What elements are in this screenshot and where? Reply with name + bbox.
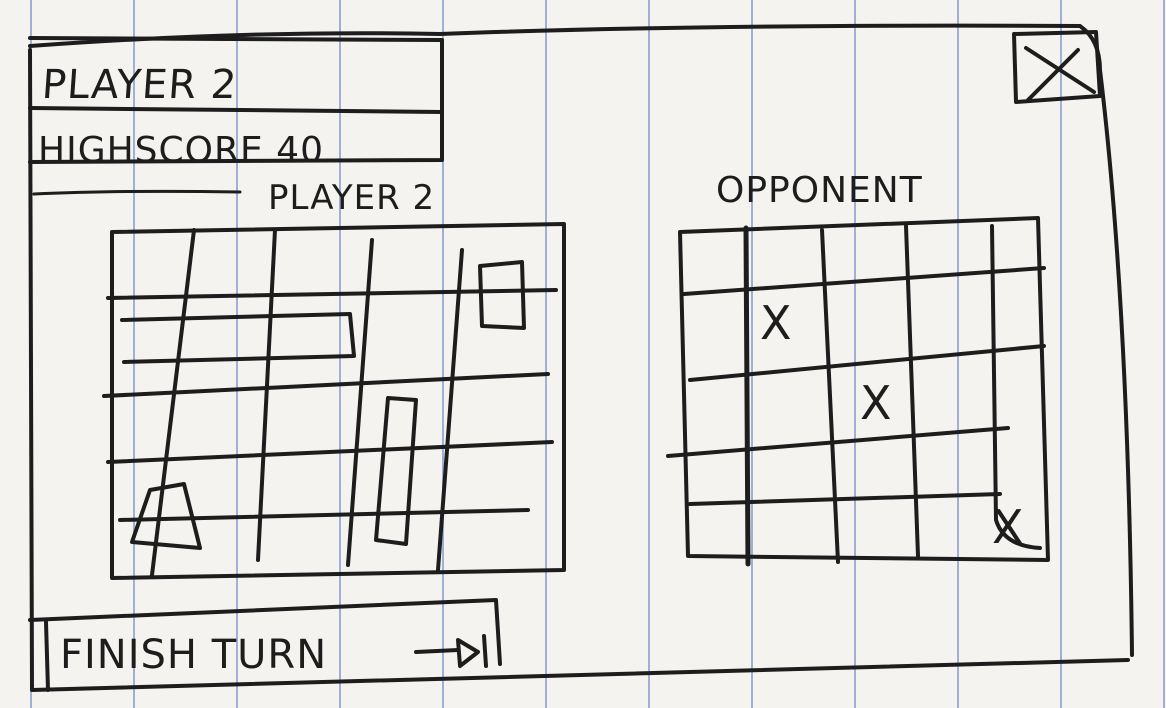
- close-button[interactable]: [1008, 28, 1104, 106]
- arrow-right-icon: [414, 648, 460, 654]
- opponent-hit-mark: X: [992, 500, 1024, 554]
- player-info-box: [28, 36, 444, 196]
- close-icon: [1012, 30, 1102, 104]
- window-frame: [28, 23, 1134, 692]
- player-board[interactable]: [108, 220, 566, 580]
- opponent-board[interactable]: [672, 218, 1050, 562]
- opponent-hit-mark: X: [860, 376, 892, 430]
- player-board-title: PLAYER 2: [268, 178, 436, 218]
- player-name: PLAYER 2: [40, 62, 239, 108]
- finish-turn-label: FINISH TURN: [60, 632, 328, 678]
- opponent-board-title: OPPONENT: [716, 170, 923, 211]
- finish-turn-frame: [28, 598, 502, 692]
- finish-turn-button[interactable]: FINISH TURN: [42, 602, 500, 690]
- opponent-board-grid: [666, 216, 1050, 567]
- player-board-grid: [102, 222, 566, 580]
- highscore-label: HIGHSCORE 40: [38, 130, 324, 171]
- opponent-hit-mark: X: [760, 296, 792, 350]
